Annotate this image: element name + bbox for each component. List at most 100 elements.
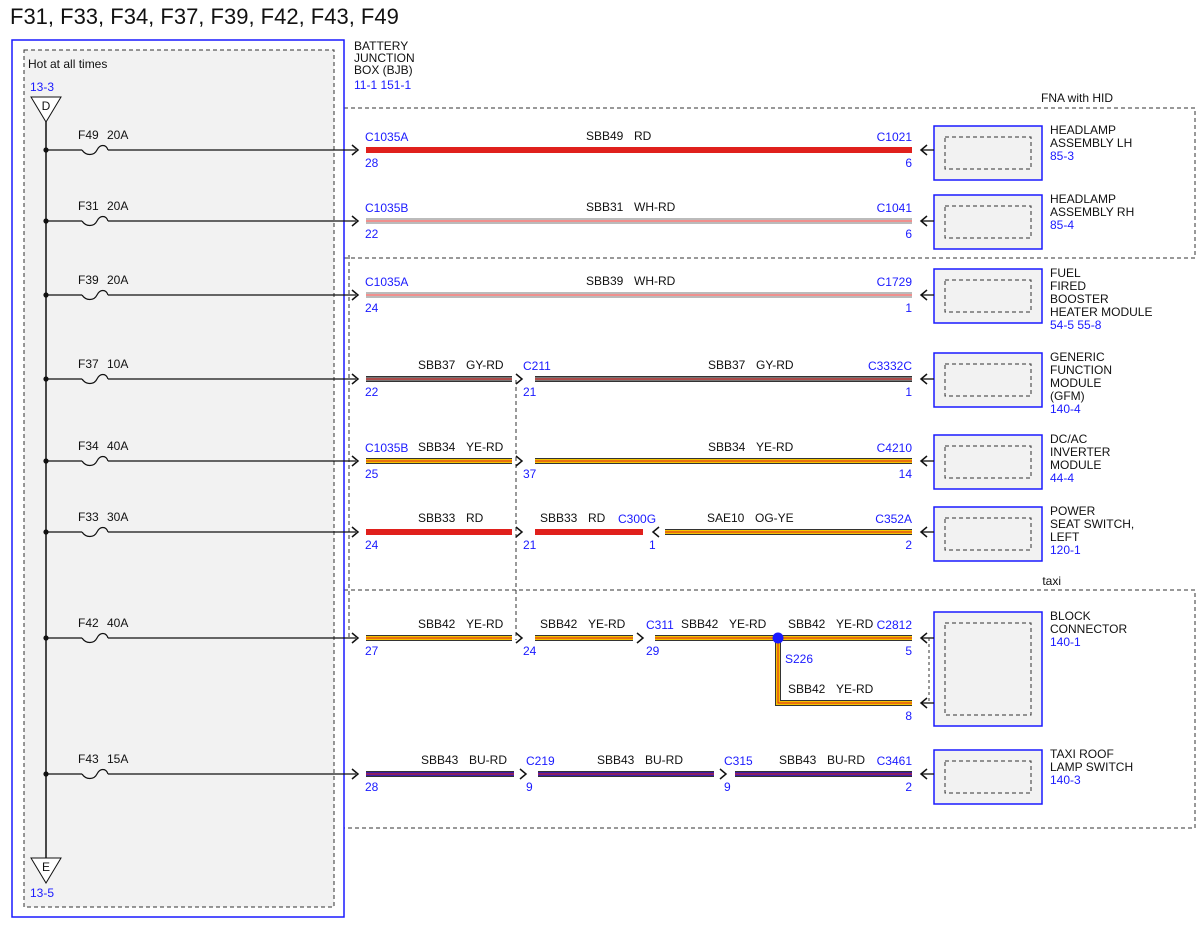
wire-circuit-label: SBB42 [418,617,456,631]
connector-pin: 1 [649,538,656,552]
wire-circuit-label: SBB42 [681,617,719,631]
fuse-symbol [81,632,109,644]
fuse-id: F33 [78,510,99,524]
component-box [933,506,1043,562]
wire-color-label: YE-RD [466,617,504,631]
inline-connector-arrow [651,526,660,538]
bus-letter-e: E [42,860,50,874]
wire-color-label: YE-RD [588,617,626,631]
component-inner [944,445,1032,479]
connector-pin: 6 [905,156,912,170]
wire-color-label: BU-RD [827,753,865,767]
connector-name: C300G [618,512,656,526]
wire-circuit-label: SBB33 [540,511,578,525]
connector-pin: 22 [365,385,379,399]
connector-arrow-in [351,632,360,644]
component-inner [944,760,1032,794]
bus-letter-d: D [42,99,51,113]
wire-circuit-label: SBB33 [418,511,456,525]
fuse-symbol [81,373,109,385]
component-name-line: ASSEMBLY LH [1050,136,1132,150]
component-name-line: HEATER MODULE [1050,305,1152,319]
wire-color-label: WH-RD [634,200,676,214]
fuse-symbol [81,526,109,538]
component-ref: 54-5 55-8 [1050,318,1102,332]
component-box [933,611,1043,727]
fuse-rating: 20A [107,128,128,142]
connector-pin: 5 [905,644,912,658]
connector-name: C1021 [877,130,913,144]
inline-connector-arrow [636,632,645,644]
connector-name: C311 [646,618,674,632]
fuse-symbol [81,144,109,156]
wire-color-label: BU-RD [469,753,507,767]
component-box [933,434,1043,490]
component-ref: 140-3 [1050,773,1081,787]
connector-pin: 29 [646,644,660,658]
wire-circuit-label: SBB34 [418,440,456,454]
connector-arrow-in [351,526,360,538]
connector-name: C1035A [365,275,408,289]
wire-color-label: YE-RD [756,440,794,454]
connector-pin: 27 [365,644,379,658]
wire-circuit-label: SBB34 [708,440,746,454]
bus-triangle-top [30,96,62,123]
fuse-symbol [81,215,109,227]
bjb-inner-panel [23,49,335,908]
connector-name: C2812 [877,618,913,632]
wire-color-label: GY-RD [466,358,504,372]
component-name-line: TAXI ROOF [1050,747,1114,761]
component-inner [944,622,1032,716]
connector-name: C1729 [877,275,913,289]
connector-name: C315 [724,754,753,768]
wire-color-label: YE-RD [466,440,504,454]
bottom-ref-label: 13-5 [30,886,54,900]
wire-circuit-label: SBB43 [597,753,635,767]
wire-color-label: OG-YE [755,511,794,525]
bjb-name-line: BATTERY [354,39,408,53]
fuse-id: F34 [78,439,99,453]
component-name-line: GENERIC [1050,350,1105,364]
diagram-title: F31, F33, F34, F37, F39, F42, F43, F49 [10,4,399,29]
inline-connector-arrow [515,632,524,644]
wire-circuit-label: SBB39 [586,274,624,288]
fuse-symbol [81,455,109,467]
fuse-id: F39 [78,273,99,287]
connector-pin: 9 [526,780,533,794]
connector-pin: 2 [905,538,912,552]
connector-pin: 24 [365,301,379,315]
wire-circuit-label: SBB43 [421,753,459,767]
wire-run [366,292,912,298]
fuse-id: F43 [78,752,99,766]
fuse-rating: 15A [107,752,128,766]
wire-color-label: YE-RD [836,617,874,631]
fuse-id: F31 [78,199,99,213]
connector-pin: 28 [365,780,379,794]
connector-name: C1035B [365,201,408,215]
inline-connector-arrow [515,455,524,467]
fuse-symbol [81,768,109,780]
component-name-line: DC/AC [1050,432,1088,446]
connector-name: C3332C [868,359,912,373]
connector-name: C3461 [877,754,913,768]
connector-pin: 9 [724,780,731,794]
bjb-refs: 11-1 151-1 [354,78,411,92]
connector-name: C4210 [877,441,913,455]
component-box [933,352,1043,408]
inline-connector-arrow [719,768,728,780]
component-inner [944,205,1032,239]
wire-color-label: YE-RD [729,617,767,631]
wire-circuit-label: SBB37 [418,358,456,372]
fuse-rating: 20A [107,273,128,287]
fuse-id: F42 [78,616,99,630]
fuse-rating: 40A [107,439,128,453]
wire-color-label: GY-RD [756,358,794,372]
fuse-id: F49 [78,128,99,142]
component-ref: 140-4 [1050,402,1081,416]
component-name-line: HEADLAMP [1050,192,1116,206]
component-inner [944,279,1032,313]
wire-circuit-label: SBB42 [788,682,826,696]
connector-pin: 25 [365,467,379,481]
component-name-line: HEADLAMP [1050,123,1116,137]
fuse-rating: 20A [107,199,128,213]
